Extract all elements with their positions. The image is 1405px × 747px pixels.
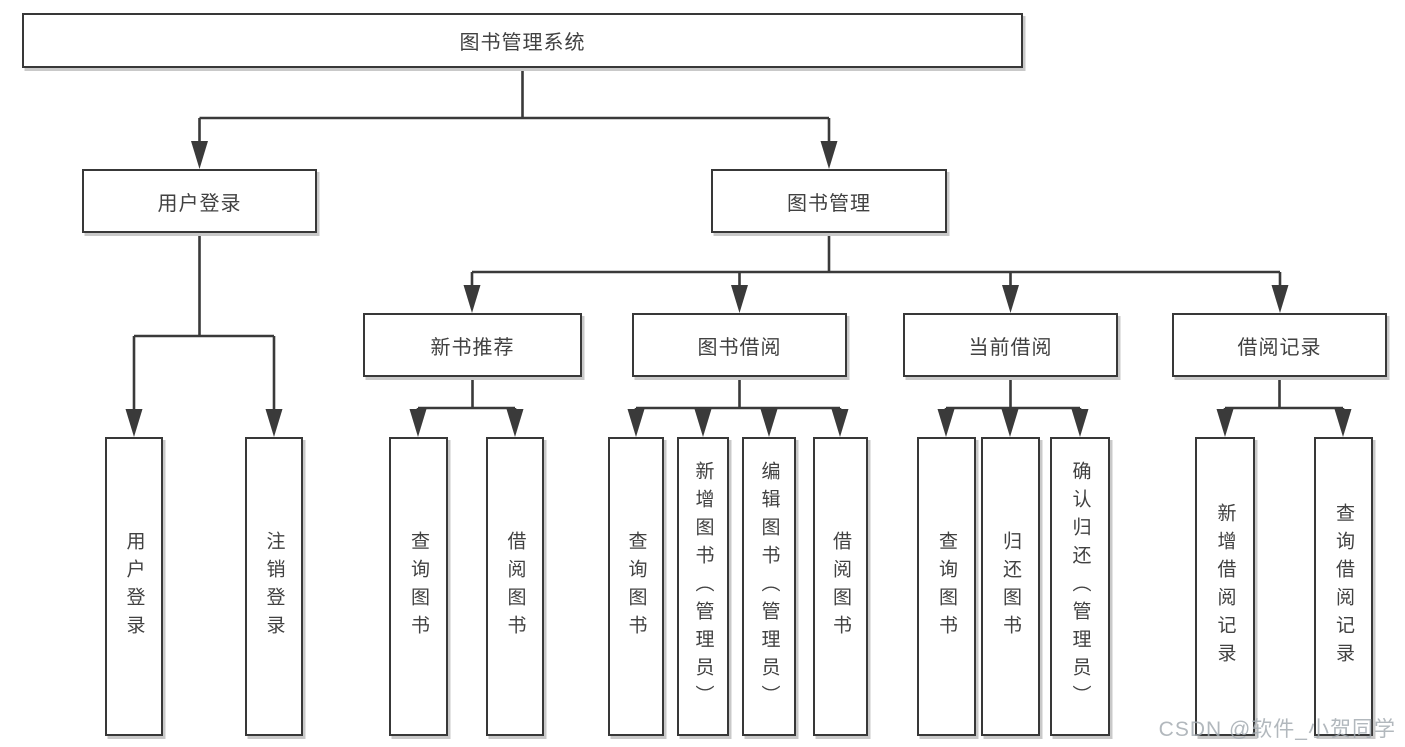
leaf-newbooks-borrow: 借阅图书 (486, 437, 544, 736)
node-book-management: 图书管理 (711, 169, 947, 233)
leaf-current-return: 归还图书 (981, 437, 1040, 736)
leaf-logout: 注销登录 (245, 437, 303, 736)
node-user-login: 用户登录 (82, 169, 317, 233)
leaf-borrowing-query: 查询图书 (608, 437, 664, 736)
leaf-user-login: 用户登录 (105, 437, 163, 736)
node-book-borrowing: 图书借阅 (632, 313, 847, 377)
node-current-borrowing: 当前借阅 (903, 313, 1118, 377)
leaf-records-add: 新增借阅记录 (1195, 437, 1255, 736)
node-root: 图书管理系统 (22, 13, 1023, 68)
leaf-borrowing-add: 新增图书（管理员） (677, 437, 729, 736)
leaf-records-query: 查询借阅记录 (1314, 437, 1373, 736)
leaf-current-query: 查询图书 (917, 437, 976, 736)
leaf-borrowing-borrow: 借阅图书 (813, 437, 868, 736)
node-borrow-records: 借阅记录 (1172, 313, 1387, 377)
node-new-books: 新书推荐 (363, 313, 582, 377)
leaf-current-confirm: 确认归还（管理员） (1050, 437, 1110, 736)
leaf-borrowing-edit: 编辑图书（管理员） (742, 437, 796, 736)
watermark: CSDN @软件_小贺同学 (1158, 718, 1396, 741)
leaf-newbooks-query: 查询图书 (389, 437, 448, 736)
